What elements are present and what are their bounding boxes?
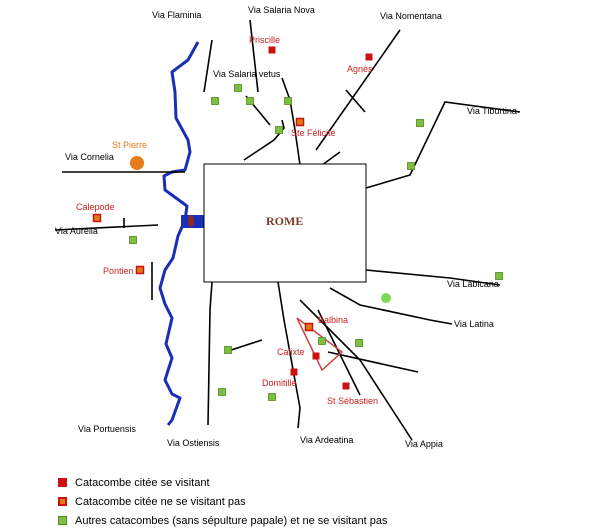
catacomb-label-balbina: Balbina (318, 315, 348, 325)
legend-swatch-orange (58, 497, 67, 506)
catacomb-marker-balbina (304, 322, 314, 332)
catacomb-label-st-sebastien: St Sébastien (327, 396, 378, 406)
legend-row-other: Autres catacombes (sans sépulture papale… (58, 511, 387, 530)
map-legend: Catacombe citée se visitant Catacombe ci… (58, 473, 387, 530)
balbina-triangle (296, 317, 344, 372)
catacomb-label-agnes: Agnès (347, 64, 373, 74)
road-aurelia (54, 224, 159, 231)
road-appia (299, 299, 413, 441)
catacomb-marker-calepode (92, 213, 102, 223)
road-latina-2 (327, 351, 419, 373)
legend-label: Catacombe citée ne se visitant pas (75, 495, 246, 508)
road-salaria-vetus-2 (243, 119, 285, 161)
road-branch-nomentana (345, 89, 366, 113)
legend-swatch-red (58, 478, 67, 487)
other-catacomb-marker (224, 346, 232, 354)
other-catacomb-marker (218, 388, 226, 396)
catacomb-marker-priscille (268, 46, 276, 54)
road-tiburtina (365, 101, 521, 189)
catacomb-marker-pontien (135, 265, 145, 275)
other-catacomb-marker (318, 337, 326, 345)
green-blob-marker (381, 293, 391, 303)
road-label-nomentana: Via Nomentana (380, 11, 442, 21)
rome-label: ROME (266, 214, 303, 228)
road-label-flaminia: Via Flaminia (152, 10, 201, 20)
st-pierre-marker (130, 156, 144, 170)
rome-box (203, 163, 367, 283)
road-label-labicana: Via Labicana (447, 279, 499, 289)
catacomb-label-domitille: Domitille (262, 378, 297, 388)
legend-label: Catacombe citée se visitant (75, 476, 210, 489)
catacomb-label-calixte: Calixte (277, 347, 305, 357)
road-label-ostiensis: Via Ostiensis (167, 438, 220, 448)
other-catacomb-marker (268, 393, 276, 401)
road-label-appia: Via Appia (405, 439, 443, 449)
other-catacomb-marker (129, 236, 137, 244)
road-label-latina: Via Latina (454, 319, 494, 329)
road-label-cornelia: Via Cornelia (65, 152, 114, 162)
road-labicana (365, 269, 501, 286)
other-catacomb-marker (234, 84, 242, 92)
road-salaria-nova (249, 19, 259, 93)
road-felicite (281, 77, 301, 166)
other-catacomb-marker (275, 126, 283, 134)
road-nomentana (315, 29, 401, 151)
road-ostiensis (207, 281, 213, 426)
catacomb-marker-st-sebastien (342, 382, 350, 390)
other-catacomb-marker (495, 272, 503, 280)
road-ardeatina (277, 281, 301, 429)
other-catacombs (129, 84, 503, 401)
legend-row-not-visitable: Catacombe citée ne se visitant pas (58, 492, 387, 511)
road-label-salaria-nova: Via Salaria Nova (248, 5, 315, 15)
catacomb-label-calepode: Calepode (76, 202, 115, 212)
legend-row-visitable: Catacombe citée se visitant (58, 473, 387, 492)
catacomb-label-pontien: Pontien (103, 266, 134, 276)
other-catacomb-marker (355, 339, 363, 347)
catacomb-label-ste-felicite: Ste Félicité (291, 128, 336, 138)
road-label-aurelia: Via Aurelia (55, 226, 98, 236)
legend-swatch-green (58, 516, 67, 525)
catacomb-marker-agnes (365, 53, 373, 61)
other-catacomb-marker (407, 162, 415, 170)
legend-label: Autres catacombes (sans sépulture papale… (75, 514, 388, 527)
other-catacomb-marker (284, 97, 292, 105)
road-appia-2 (317, 309, 361, 396)
road-label-salaria-vetus: Via Salaria vetus (213, 69, 281, 79)
catacomb-marker-ste-felicite (295, 117, 305, 127)
road-latina (329, 287, 453, 325)
tiber-island-mark (188, 215, 194, 227)
other-catacomb-marker (416, 119, 424, 127)
other-catacomb-marker (246, 97, 254, 105)
tiber-river (158, 41, 200, 426)
st-pierre-label: St Pierre (112, 140, 147, 150)
other-catacomb-marker (211, 97, 219, 105)
catacomb-label-priscille: Priscille (249, 35, 280, 45)
road-flaminia (203, 39, 213, 93)
catacomb-marker-domitille (290, 368, 298, 376)
road-label-portuensis: Via Portuensis (78, 424, 136, 434)
road-label-ardeatina: Via Ardeatina (300, 435, 353, 445)
road-label-tiburtina: Via Tiburtina (467, 106, 517, 116)
catacomb-marker-calixte (312, 352, 320, 360)
